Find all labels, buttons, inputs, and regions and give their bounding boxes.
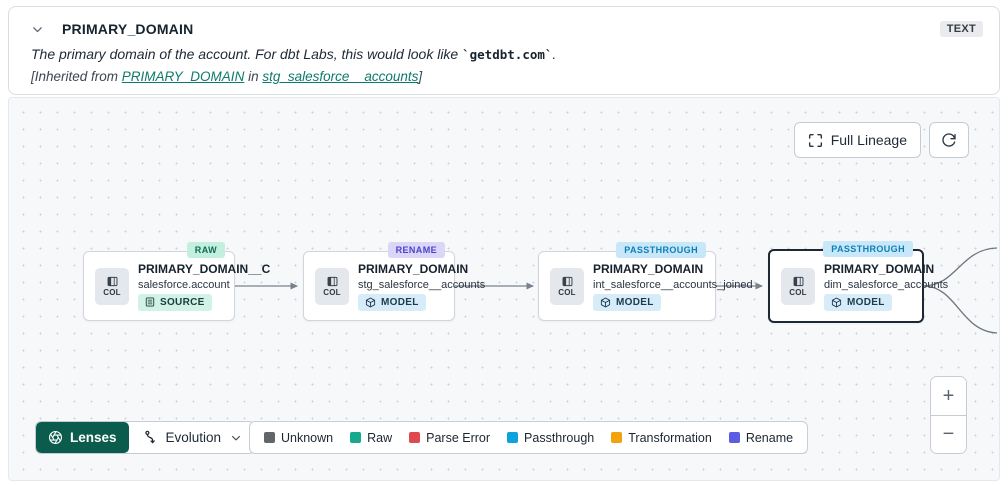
lineage-node-staging[interactable]: RENAME COL PRIMARY_DOMAIN stg_salesforce… (303, 242, 485, 321)
lenses-label: Lenses (70, 430, 117, 445)
col-chip-label: COL (323, 287, 341, 297)
description-suffix: . (552, 46, 557, 62)
node-subtitle: dim_salesforce_accounts (824, 278, 949, 291)
lenses-aperture-icon (49, 431, 62, 444)
col-chip-label: COL (558, 287, 576, 297)
zoom-controls: + − (930, 376, 967, 454)
legend-item-raw: Raw (350, 431, 392, 445)
status-badge: RENAME (387, 242, 445, 258)
evolution-route-icon (144, 430, 155, 444)
resource-label: MODEL (847, 296, 885, 308)
description-text: The primary domain of the account. For d… (31, 46, 463, 62)
refresh-button[interactable] (929, 122, 969, 158)
model-icon (600, 297, 611, 307)
transformation-swatch (611, 432, 623, 443)
legend-item-unknown: Unknown (264, 431, 333, 445)
resource-label: SOURCE (160, 296, 205, 308)
column-type-badge: TEXT (939, 21, 983, 37)
status-badge: RAW (186, 242, 225, 258)
chevron-down-icon (232, 435, 241, 440)
column-chip: COL (781, 267, 815, 305)
node-title: PRIMARY_DOMAIN (593, 261, 704, 276)
inherited-from-line: [Inherited from PRIMARY_DOMAIN in stg_sa… (31, 69, 983, 84)
description-code: `getdbt.com` (462, 47, 553, 62)
refresh-icon (941, 132, 957, 148)
node-title: PRIMARY_DOMAIN (824, 261, 935, 276)
lens-dropdown[interactable]: Evolution (128, 422, 255, 453)
model-icon (831, 297, 842, 307)
passthrough-swatch (507, 432, 519, 443)
selected-lens-label: Evolution (165, 430, 222, 445)
model-icon (365, 297, 376, 307)
status-badge: PASSTHROUGH (823, 241, 913, 257)
column-chip: COL (550, 267, 584, 305)
resource-label: MODEL (381, 296, 419, 308)
collapse-chevron-icon[interactable] (31, 23, 44, 36)
node-subtitle: salesforce.account (138, 278, 230, 291)
full-lineage-label: Full Lineage (830, 132, 907, 148)
full-lineage-button[interactable]: Full Lineage (793, 122, 921, 158)
lineage-node-intermediate[interactable]: PASSTHROUGH COL PRIMARY_DOMAIN int_sales… (538, 242, 753, 321)
inherited-suffix: ] (418, 69, 423, 84)
status-badge: PASSTHROUGH (616, 242, 706, 258)
column-description: The primary domain of the account. For d… (31, 46, 983, 62)
resource-label: MODEL (616, 296, 654, 308)
node-subtitle: int_salesforce__accounts_joined (593, 278, 753, 291)
inherited-model-link[interactable]: stg_salesforce__accounts (262, 69, 419, 84)
inherited-middle: in (244, 69, 263, 84)
legend-item-passthrough: Passthrough (507, 431, 594, 445)
rename-swatch (728, 432, 740, 443)
node-title: PRIMARY_DOMAIN__C (138, 261, 271, 276)
column-icon (107, 276, 117, 286)
lenses-button[interactable]: Lenses (36, 422, 129, 453)
resource-badge: MODEL (358, 293, 426, 311)
legend-item-transformation: Transformation (611, 431, 712, 445)
legend-item-parse-error: Parse Error (409, 431, 490, 445)
resource-badge: MODEL (593, 293, 661, 311)
zoom-out-button[interactable]: − (931, 415, 966, 453)
inherited-prefix: [Inherited from (31, 69, 122, 84)
lens-legend: Unknown Raw Parse Error Passthrough Tran… (249, 421, 809, 454)
node-title: PRIMARY_DOMAIN (358, 261, 469, 276)
column-details-card: PRIMARY_DOMAIN TEXT The primary domain o… (8, 6, 1000, 95)
zoom-in-button[interactable]: + (931, 377, 966, 415)
column-icon (562, 276, 572, 286)
column-icon (327, 276, 337, 286)
legend-item-rename: Rename (728, 431, 793, 445)
column-chip: COL (95, 267, 129, 305)
col-chip-label: COL (789, 287, 807, 297)
lineage-canvas[interactable]: Full Lineage RAW COL PRIMARY_DOMAIN__C s… (8, 97, 1000, 481)
col-chip-label: COL (103, 287, 121, 297)
resource-badge: SOURCE (138, 293, 212, 311)
lens-controls: Lenses Evolution (35, 421, 256, 454)
source-icon (145, 297, 155, 307)
resource-badge: MODEL (824, 293, 892, 311)
lineage-node-source[interactable]: RAW COL PRIMARY_DOMAIN__C salesforce.acc… (83, 242, 270, 321)
column-icon (793, 276, 803, 286)
parse-error-swatch (409, 432, 421, 443)
lineage-node-dim-selected[interactable]: PASSTHROUGH COL PRIMARY_DOMAIN dim_sales… (768, 241, 948, 323)
column-name-title: PRIMARY_DOMAIN (62, 21, 194, 37)
raw-swatch (350, 432, 362, 443)
inherited-column-link[interactable]: PRIMARY_DOMAIN (121, 69, 245, 84)
column-chip: COL (315, 267, 349, 305)
expand-icon (808, 133, 823, 148)
unknown-swatch (264, 432, 275, 443)
node-subtitle: stg_salesforce__accounts (358, 278, 486, 291)
